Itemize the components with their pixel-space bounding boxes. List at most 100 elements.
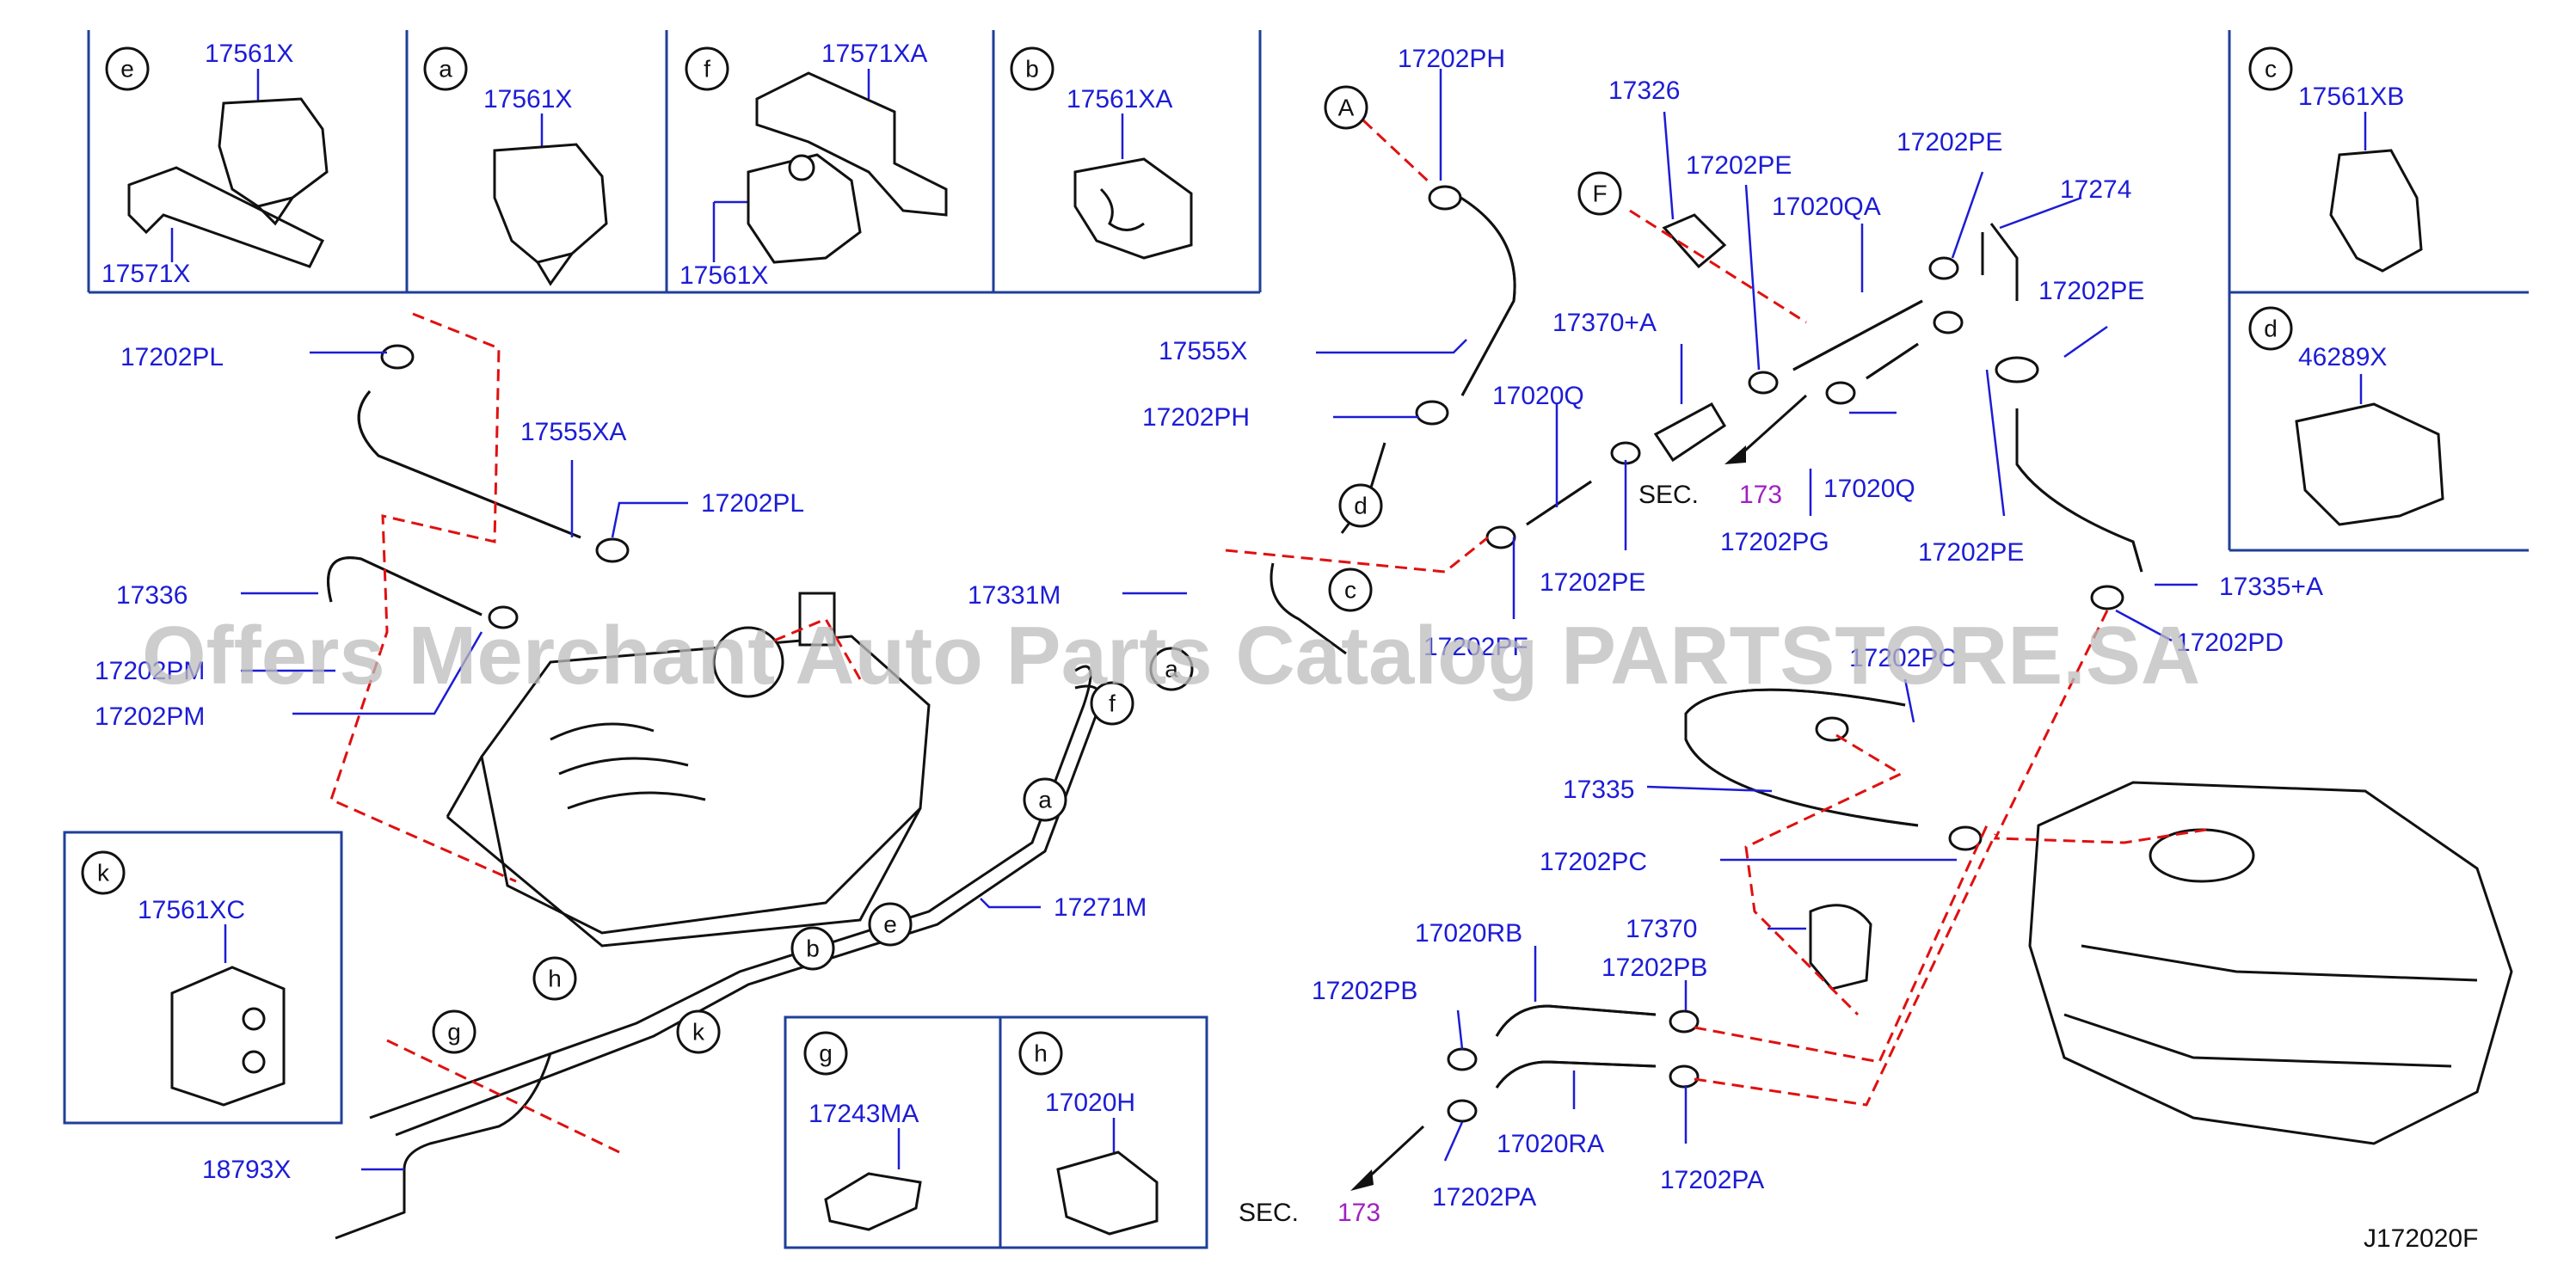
part-label-17202PL-a[interactable]: 17202PL — [120, 343, 224, 371]
ref-circle-a-main[interactable] — [1149, 647, 1194, 691]
part-label-17202PC-a[interactable]: 17202PC — [1849, 644, 1957, 672]
clamp-17202PF[interactable] — [1485, 525, 1516, 549]
leader-lines — [241, 69, 2198, 1171]
ref-letter-a2-main: a — [1038, 787, 1052, 813]
part-label-17202PC-b[interactable]: 17202PC — [1540, 848, 1647, 876]
ref-circle-a2-main[interactable] — [1023, 777, 1067, 822]
part-label-17243MA[interactable]: 17243MA — [808, 1100, 919, 1128]
part-label-17335A[interactable]: 17335+A — [2219, 573, 2323, 601]
ref-letter-f-main: f — [1109, 690, 1116, 717]
part-label-17555XA[interactable]: 17555XA — [520, 418, 626, 446]
part-label-17202PD[interactable]: 17202PD — [2176, 629, 2284, 657]
clamp-17202PL-mid[interactable] — [595, 537, 630, 563]
ref-circle-k-main[interactable] — [676, 1009, 721, 1054]
part-label-17020H[interactable]: 17020H — [1045, 1089, 1135, 1117]
part-label-17202PE-d[interactable]: 17202PE — [1540, 568, 1645, 597]
ref-circle-h-main[interactable] — [532, 956, 577, 1001]
clamp-17202PM[interactable] — [488, 605, 519, 629]
ref-circle-F[interactable] — [1577, 171, 1622, 216]
part-label-17561X-a[interactable]: 17561X — [483, 85, 572, 113]
part-label-17020RA[interactable]: 17020RA — [1497, 1130, 1604, 1158]
clamp-17202PL-top[interactable] — [380, 344, 415, 370]
ref-circle-e-main[interactable] — [868, 902, 913, 947]
ref-circle-f-main[interactable] — [1090, 681, 1134, 726]
clamp-17202PE-e[interactable] — [1933, 310, 1964, 334]
ref-letter-k: k — [97, 860, 110, 886]
sec-number-bottom[interactable]: 173 — [1337, 1199, 1380, 1227]
ref-circle-e[interactable] — [105, 46, 150, 91]
clamp-17202PB-b[interactable] — [1669, 1009, 1700, 1034]
part-label-46289X[interactable]: 46289X — [2298, 343, 2387, 371]
part-label-17561X[interactable]: 17561X — [205, 40, 293, 68]
ref-circle-k[interactable] — [81, 850, 126, 895]
ref-circle-d[interactable] — [2248, 306, 2293, 351]
part-label-17561XC[interactable]: 17561XC — [138, 896, 245, 924]
ref-circle-b-main[interactable] — [790, 926, 835, 971]
part-label-17561XB[interactable]: 17561XB — [2298, 83, 2404, 111]
ref-letter-f: f — [704, 56, 710, 83]
part-label-17202PB-b[interactable]: 17202PB — [1602, 954, 1707, 982]
valve-17370[interactable] — [1809, 904, 1872, 991]
part-label-17202PE-b[interactable]: 17202PE — [1897, 128, 2002, 156]
part-label-17202PA-b[interactable]: 17202PA — [1660, 1166, 1764, 1194]
part-label-17020RB[interactable]: 17020RB — [1415, 919, 1522, 948]
clamp-17202PE-c[interactable] — [1995, 356, 2039, 383]
ref-circle-d-main[interactable] — [1338, 483, 1383, 528]
part-label-17331M[interactable]: 17331M — [968, 581, 1061, 610]
ref-circle-c[interactable] — [2248, 46, 2293, 91]
ref-circle-c-main[interactable] — [1328, 567, 1373, 612]
part-label-17020Q-a[interactable]: 17020Q — [1492, 382, 1584, 410]
clip-17326[interactable] — [1662, 213, 1727, 269]
part-label-17202PM-b[interactable]: 17202PM — [95, 702, 205, 731]
ref-circle-A[interactable] — [1324, 85, 1368, 130]
clamp-17202PC-b[interactable] — [1948, 825, 1983, 851]
ref-circle-g-main[interactable] — [432, 1009, 476, 1054]
part-label-17370A[interactable]: 17370+A — [1552, 309, 1657, 337]
sec-number-top[interactable]: 173 — [1739, 481, 1782, 509]
part-label-17274[interactable]: 17274 — [2060, 175, 2131, 204]
part-label-17571XA[interactable]: 17571XA — [821, 40, 927, 68]
part-label-17326[interactable]: 17326 — [1608, 77, 1680, 105]
clamp-17202PE-b[interactable] — [1928, 256, 1959, 280]
part-label-17202PE-c[interactable]: 17202PE — [2038, 277, 2144, 305]
ref-letter-e: e — [120, 56, 134, 83]
part-label-18793X[interactable]: 18793X — [202, 1156, 291, 1184]
part-label-17202PE-a[interactable]: 17202PE — [1686, 151, 1792, 180]
part-label-17202PM-a[interactable]: 17202PM — [95, 657, 205, 685]
part-label-17561XA[interactable]: 17561XA — [1067, 85, 1172, 113]
ref-circle-g-inset[interactable] — [803, 1031, 848, 1076]
ref-letter-h-inset: h — [1034, 1040, 1048, 1067]
clamp-17202PA-b[interactable] — [1669, 1064, 1700, 1089]
part-label-17202PB-a[interactable]: 17202PB — [1312, 977, 1417, 1005]
ref-circle-f[interactable] — [685, 46, 729, 91]
ref-circle-b[interactable] — [1010, 46, 1054, 91]
clamp-17202PH-top[interactable] — [1428, 185, 1462, 211]
part-label-17020Q-b[interactable]: 17020Q — [1823, 475, 1915, 503]
part-label-17020QA[interactable]: 17020QA — [1772, 193, 1881, 221]
part-label-17571X[interactable]: 17571X — [101, 260, 190, 288]
clamp-17202PA-a[interactable] — [1447, 1099, 1478, 1123]
part-label-17202PG[interactable]: 17202PG — [1720, 528, 1829, 556]
part-label-17370[interactable]: 17370 — [1626, 915, 1697, 943]
ref-circle-h-inset[interactable] — [1018, 1031, 1063, 1076]
part-label-17202PH-mid[interactable]: 17202PH — [1142, 403, 1250, 432]
clamp-17202PG[interactable] — [1825, 381, 1856, 405]
inset-c: c 17561XB — [2248, 46, 2423, 273]
part-label-17202PE-e[interactable]: 17202PE — [1918, 538, 2024, 567]
part-label-17335[interactable]: 17335 — [1563, 776, 1634, 804]
part-label-17202PF[interactable]: 17202PF — [1423, 633, 1528, 661]
part-label-17202PL-b[interactable]: 17202PL — [701, 489, 804, 518]
part-label-17202PA-a[interactable]: 17202PA — [1432, 1183, 1536, 1212]
clamp-17202PD[interactable] — [2090, 585, 2124, 610]
ref-circle-a[interactable] — [423, 46, 468, 91]
part-label-17561X-f[interactable]: 17561X — [679, 261, 768, 290]
part-label-17271M[interactable]: 17271M — [1054, 893, 1147, 922]
part-label-17202PH-top[interactable]: 17202PH — [1398, 45, 1505, 73]
valve-17370A[interactable] — [1653, 402, 1727, 463]
part-label-17336[interactable]: 17336 — [116, 581, 188, 610]
clamp-17202PE-a[interactable] — [1748, 371, 1779, 395]
clamp-17202PB-a[interactable] — [1447, 1047, 1478, 1071]
clamp-17202PH-mid[interactable] — [1415, 400, 1449, 426]
clamp-17202PC-a[interactable] — [1815, 716, 1849, 742]
part-label-17555X[interactable]: 17555X — [1159, 337, 1247, 365]
